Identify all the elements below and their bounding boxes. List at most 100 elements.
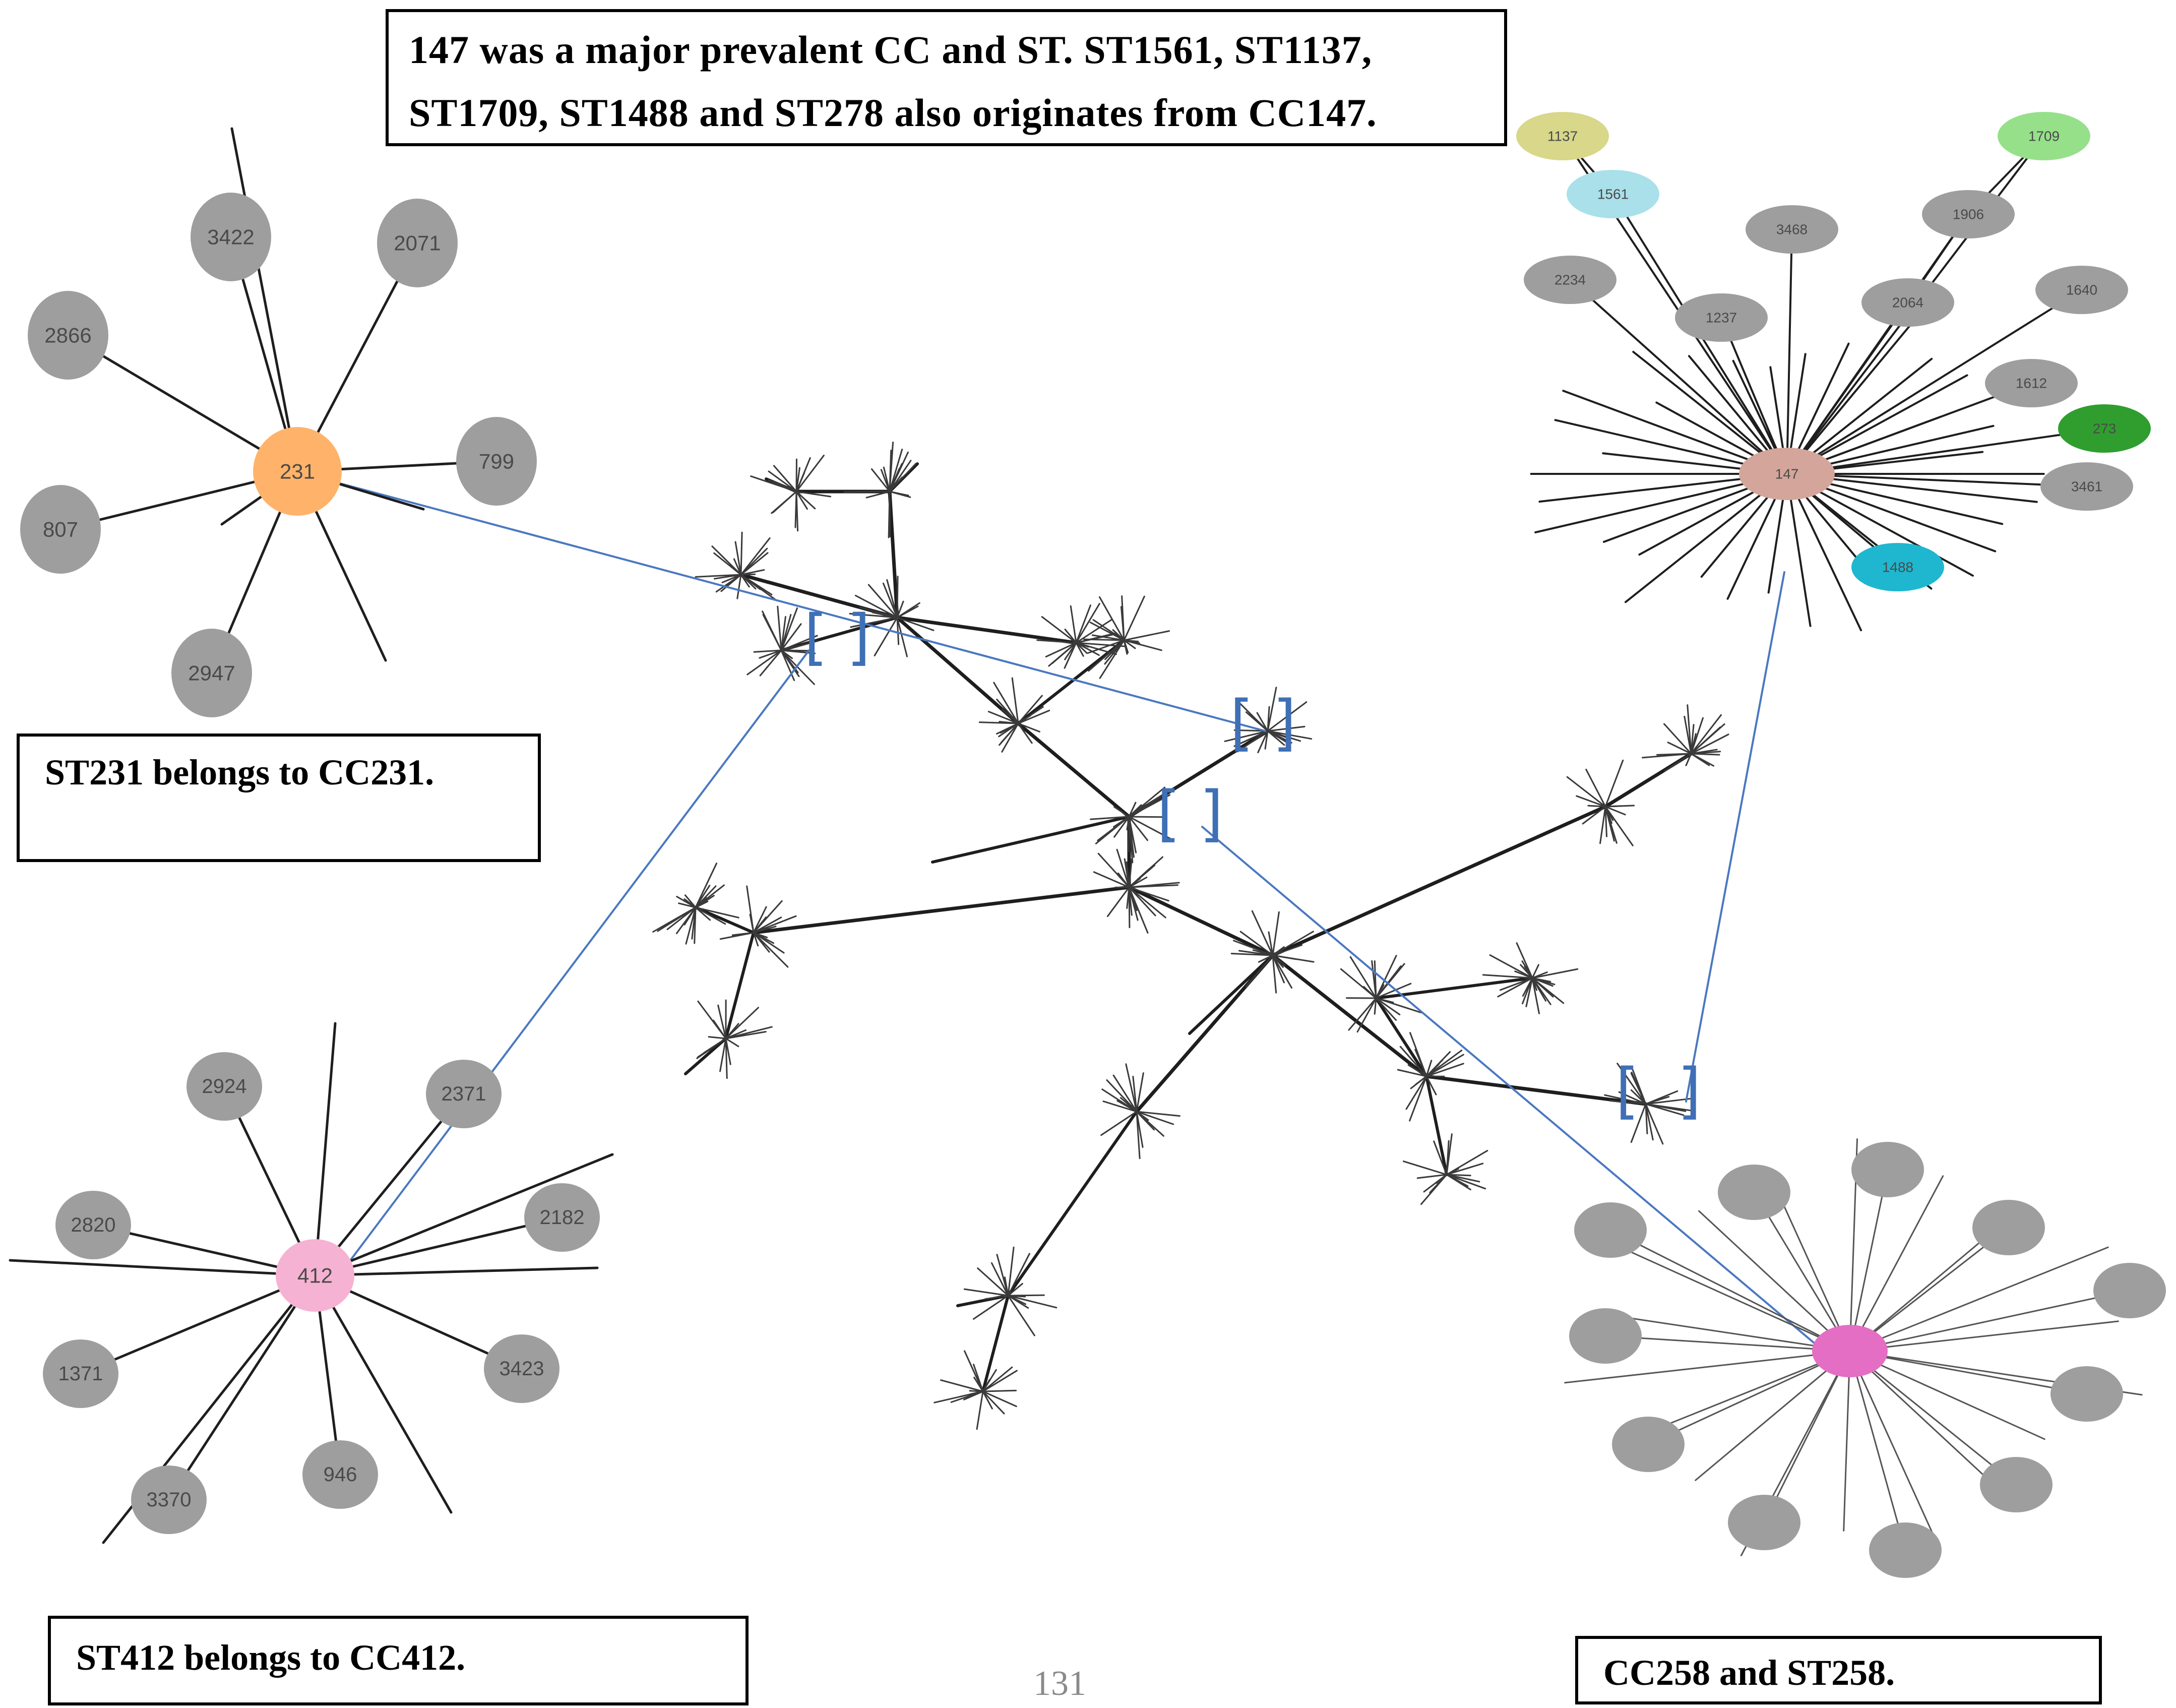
- leaf-edge: [1690, 753, 1715, 767]
- leaf-edge: [1375, 997, 1397, 1021]
- leaf-edge: [1516, 942, 1533, 979]
- leaf-edge: [1017, 722, 1033, 744]
- leaf-edge: [1272, 931, 1314, 956]
- leaf-edge: [1446, 1174, 1486, 1190]
- leaf-edge: [1075, 632, 1115, 644]
- leaf-edge: [883, 466, 891, 493]
- st-node-label: 412: [297, 1264, 333, 1288]
- leaf-edge: [1116, 1100, 1138, 1113]
- leaf-edge: [1017, 722, 1040, 733]
- leaf-edge: [1272, 954, 1315, 963]
- leaf-edge: [1136, 1111, 1180, 1117]
- leaf-edge: [987, 711, 1019, 724]
- leaf-edge: [1245, 954, 1274, 988]
- leaf-edge: [753, 932, 770, 953]
- leaf-edge: [1425, 1063, 1464, 1077]
- leaf-edge: [1531, 977, 1551, 983]
- leaf-edge: [1136, 1072, 1144, 1113]
- leaf-edge: [1128, 886, 1133, 916]
- st-node-label: 2371: [442, 1083, 486, 1105]
- leaf-edge: [1687, 704, 1692, 755]
- leaf-edge: [715, 574, 742, 593]
- leaf-edge: [695, 574, 742, 578]
- leaf-edge: [1642, 753, 1692, 759]
- st-node-label: 2820: [71, 1214, 116, 1236]
- leaf-edge: [889, 448, 903, 493]
- leaf-edge: [695, 906, 726, 925]
- tree-edge: [684, 1037, 727, 1075]
- leaf-edge: [725, 1038, 728, 1079]
- leaf-edge: [759, 649, 782, 677]
- leaf-edge: [1645, 1090, 1678, 1105]
- leaf-edge: [1128, 886, 1156, 917]
- leaf-edge: [747, 649, 782, 676]
- leaf-edge: [1690, 714, 1722, 755]
- leaf-edge: [1362, 986, 1377, 999]
- leaf-edge: [1256, 712, 1269, 732]
- edge: [1849, 1350, 2045, 1440]
- leaf-edge: [1125, 1063, 1138, 1113]
- st-node-label: 1561: [1597, 187, 1629, 202]
- leaf-edge: [849, 613, 898, 619]
- edge: [1786, 428, 2105, 475]
- leaf-edge: [1123, 639, 1128, 655]
- leaf-edge: [719, 1038, 727, 1072]
- leaf-edge: [1064, 629, 1077, 644]
- leaf-edge: [1100, 1111, 1138, 1136]
- leaf-edge: [762, 611, 782, 651]
- leaf-edge: [1268, 931, 1274, 956]
- leaf-edge: [1136, 1111, 1174, 1125]
- leaf-edge: [865, 491, 891, 499]
- st-node: [1851, 1142, 1924, 1197]
- leaf-edge: [1106, 1079, 1138, 1113]
- st-node-label: 1237: [1706, 310, 1737, 326]
- edge: [1609, 1229, 1851, 1352]
- edge: [1849, 1290, 2131, 1352]
- leaf-edge: [1375, 955, 1397, 999]
- leaf-edge: [1349, 956, 1377, 999]
- leaf-edge: [1630, 1103, 1647, 1143]
- tree-edge: [888, 490, 899, 620]
- leaf-edge: [1093, 871, 1130, 888]
- leaf-edge: [982, 1366, 1013, 1392]
- leaf-edge: [1690, 726, 1721, 755]
- leaf-edge: [1001, 722, 1019, 753]
- leaf-edge: [1497, 977, 1533, 998]
- leaf-edge: [773, 480, 797, 493]
- leaf-edge: [1083, 638, 1125, 641]
- leaf-edge: [886, 579, 898, 619]
- leaf-edge: [1236, 730, 1269, 753]
- st-node-label: 3423: [500, 1358, 544, 1380]
- edge: [167, 1274, 317, 1501]
- leaf-edge: [1423, 1174, 1448, 1193]
- center-node: [1812, 1325, 1888, 1377]
- tree-edge: [1017, 639, 1126, 725]
- leaf-edge: [859, 606, 898, 619]
- leaf-edge: [749, 913, 755, 934]
- leaf-edge: [867, 584, 898, 619]
- st-node-label: 2071: [394, 231, 441, 255]
- leaf-edge: [1531, 964, 1539, 979]
- leaf-edge: [998, 722, 1019, 738]
- leaf-edge: [711, 545, 742, 576]
- edge: [1593, 1234, 1851, 1352]
- st-node: [43, 1339, 118, 1408]
- leaf-edge: [896, 617, 908, 657]
- leaf-edge: [676, 895, 697, 908]
- leaf-edge: [982, 1390, 1017, 1408]
- st-node: [191, 193, 271, 281]
- leaf-edge: [982, 1379, 990, 1392]
- leaf-edge: [1446, 1149, 1488, 1176]
- tree-edge: [1424, 1074, 1648, 1106]
- st-node: [1985, 359, 2078, 407]
- page-number: 131: [1033, 1664, 1086, 1703]
- leaf-edge: [1446, 1163, 1484, 1176]
- cluster-cc258: [1564, 1138, 2166, 1578]
- leaf-edge: [1409, 1032, 1427, 1077]
- center-node: [1739, 448, 1835, 500]
- leaf-edge: [1264, 730, 1269, 750]
- edge: [1763, 1350, 1851, 1523]
- st-node: [2035, 266, 2128, 314]
